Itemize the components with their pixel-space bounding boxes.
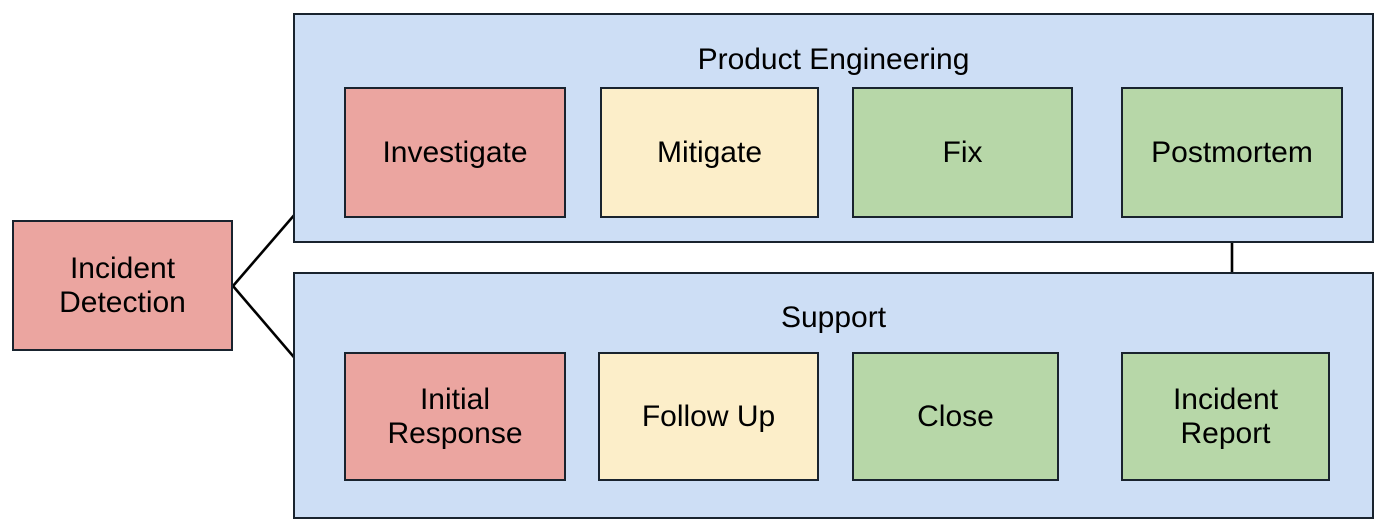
swimlane-title-product-engineering: Product Engineering: [697, 43, 970, 76]
node-postmortem[interactable]: Postmortem: [1121, 87, 1343, 218]
node-label-line1: Follow Up: [641, 399, 776, 433]
node-label-line2: Report: [1180, 416, 1271, 450]
node-label-line1: Postmortem: [1151, 135, 1313, 169]
node-label-line2: Detection: [59, 285, 186, 319]
node-incident-report[interactable]: Incident Report: [1121, 352, 1330, 481]
node-close[interactable]: Close: [852, 352, 1059, 481]
node-label-line1: Investigate: [382, 135, 528, 169]
node-label-line2: Response: [387, 416, 523, 450]
node-label-line1: Incident: [1172, 382, 1279, 416]
swimlane-title-support: Support: [780, 301, 887, 334]
node-investigate[interactable]: Investigate: [344, 87, 566, 218]
node-fix[interactable]: Fix: [852, 87, 1073, 218]
node-initial-response[interactable]: Initial Response: [344, 352, 566, 481]
node-label-line1: Close: [917, 399, 994, 433]
node-follow-up[interactable]: Follow Up: [598, 352, 819, 481]
node-label-line1: Mitigate: [656, 135, 763, 169]
node-label-line1: Incident: [69, 251, 176, 285]
node-label-line1: Initial: [419, 382, 491, 416]
node-incident-detection[interactable]: Incident Detection: [12, 220, 233, 351]
node-label-line1: Fix: [942, 135, 983, 169]
node-mitigate[interactable]: Mitigate: [600, 87, 819, 218]
